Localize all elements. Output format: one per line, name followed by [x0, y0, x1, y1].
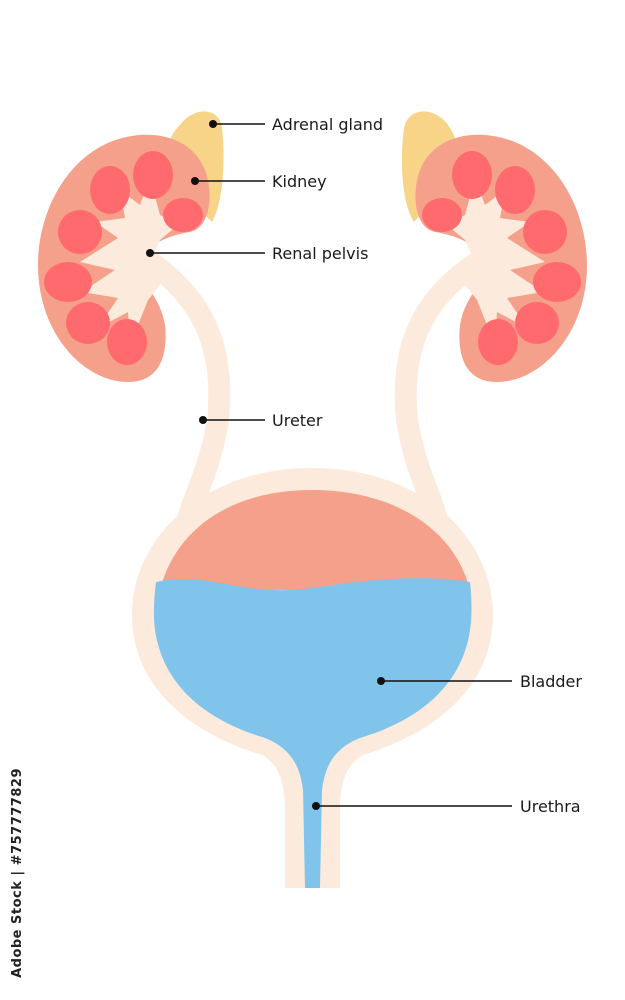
left-renal-sinus [80, 178, 178, 345]
label-urethra: Urethra [520, 797, 581, 816]
label-ureter: Ureter [272, 411, 323, 430]
label-bladder: Bladder [520, 672, 582, 691]
right-ureter [394, 251, 489, 531]
bladder-urine [153, 578, 472, 888]
dot-ureter [199, 416, 207, 424]
bladder-inner-top [160, 490, 470, 590]
stock-id-watermark: Adobe Stock | #757777829 [10, 768, 25, 978]
dot-kidney [191, 177, 199, 185]
label-adrenal-gland: Adrenal gland [272, 115, 384, 134]
leader-dots [146, 120, 385, 810]
dot-bladder [377, 677, 385, 685]
left-kidney [38, 134, 210, 382]
right-renal-sinus [447, 178, 545, 345]
dot-renal-pelvis [146, 249, 154, 257]
left-ureter [139, 251, 231, 531]
label-renal-pelvis: Renal pelvis [272, 244, 369, 263]
leader-lines [150, 123, 512, 807]
dot-adrenal-gland [209, 120, 217, 128]
dot-urethra [312, 802, 320, 810]
label-kidney: Kidney [272, 172, 327, 191]
right-kidney [415, 134, 587, 382]
